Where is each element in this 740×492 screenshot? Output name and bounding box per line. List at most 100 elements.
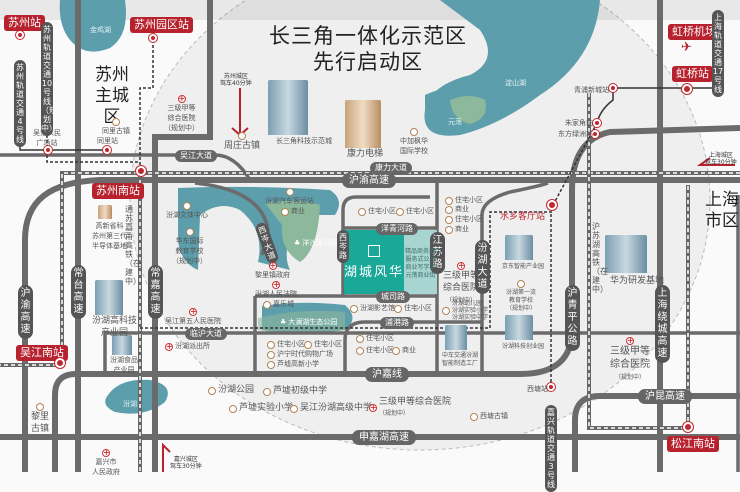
stop-wujiang-square: 吴江人民广场站 bbox=[33, 129, 61, 147]
station-water-hall[interactable]: 水乡客厅站 bbox=[500, 212, 546, 222]
metro-line-jiaxing-3[interactable]: 嘉兴轨道交通3号线 bbox=[545, 405, 557, 492]
title-line1: 长三角一体化示范区 bbox=[269, 24, 467, 48]
poi-hitech-park: 汾湖高科技产业园 bbox=[92, 316, 138, 338]
poi-residential: 住宅小区 bbox=[356, 334, 394, 343]
stop-zhujiajiao: 朱家角站 bbox=[565, 119, 593, 127]
station-suzhou-south[interactable]: 苏州南站 bbox=[92, 183, 144, 199]
poi-hospital-east: 三级甲等综合医院（规划中） bbox=[610, 335, 650, 384]
school-icon bbox=[290, 404, 298, 413]
school-icon bbox=[442, 306, 450, 315]
road-yangqinghe: 洋青河路 bbox=[376, 223, 418, 235]
poi-hospital-north: 三级甲等综合医院（规划中） bbox=[164, 93, 199, 133]
road-hukun: 沪昆高速 bbox=[638, 389, 692, 404]
road-hujia: 沪嘉线 bbox=[365, 367, 409, 382]
airplane-icon: ✈ bbox=[681, 40, 692, 55]
poi-bus-station: 汾湖汽车客运站 bbox=[265, 188, 314, 206]
poi-mall: 沪宁时代购物广场 bbox=[267, 350, 333, 359]
poi-zhouzhuang: 周庄古镇 bbox=[224, 132, 260, 152]
semi-base-image bbox=[98, 205, 112, 219]
startup-park-image bbox=[505, 315, 533, 340]
residential-icon bbox=[445, 215, 453, 224]
hitech-park-image bbox=[95, 280, 123, 315]
commerce-icon bbox=[392, 346, 400, 355]
culture-icon bbox=[183, 202, 191, 210]
commerce-icon bbox=[445, 205, 453, 214]
metro-line-suzhou-10[interactable]: 苏州轨道交通10号线（规划中） bbox=[41, 22, 57, 136]
station-hongqiao[interactable]: 虹桥站 bbox=[672, 66, 713, 82]
metro-hub-icon bbox=[547, 200, 557, 210]
metro-station-icon bbox=[593, 119, 601, 127]
poi-hospital-south: 三级甲等综合医院（规划中） bbox=[369, 397, 451, 419]
government-icon bbox=[268, 260, 277, 272]
poi-huawei: 华为研发基地 bbox=[610, 276, 665, 286]
park-icon: ♣ bbox=[280, 318, 287, 326]
police-icon bbox=[165, 341, 173, 353]
lake-fenhu-label: 汾湖 bbox=[123, 400, 137, 408]
rail-station-icon bbox=[55, 358, 65, 368]
stop-qingpu: 青浦新城站 bbox=[574, 86, 609, 94]
road-chengsi: 城司路 bbox=[376, 291, 410, 303]
road-linhu: 临沪大道 bbox=[185, 328, 227, 340]
poi-residential: 住宅小区 bbox=[396, 207, 434, 216]
landmark-icon bbox=[238, 132, 246, 140]
school-icon bbox=[229, 404, 237, 413]
rail-station-icon bbox=[683, 422, 693, 432]
park-icon bbox=[208, 386, 216, 395]
court-icon bbox=[272, 279, 280, 291]
hospital-icon bbox=[189, 306, 197, 318]
road-huyu-v: 沪渝高速 bbox=[18, 285, 33, 339]
residential-icon bbox=[267, 340, 275, 349]
green-dalan bbox=[258, 310, 345, 333]
poi-luxu-exp: 芦墟实验小学 bbox=[229, 403, 293, 414]
lake-sanbai-label: 三白荡 bbox=[230, 235, 251, 243]
poi-police: 汾湖派出所 bbox=[165, 341, 210, 353]
poi-tongli-town: 同里古镇 bbox=[102, 118, 130, 136]
poi-commerce: 商业 bbox=[392, 346, 416, 355]
school-icon bbox=[185, 228, 194, 236]
district-shanghai: 上海市区 bbox=[705, 190, 739, 231]
bus-icon bbox=[285, 188, 294, 196]
road-huyu-h: 沪渝高速 bbox=[342, 173, 396, 188]
residential-icon bbox=[394, 304, 402, 313]
poi-residential: 住宅小区 bbox=[304, 340, 342, 349]
station-wujiang-south[interactable]: 吴江南站 bbox=[16, 345, 68, 361]
poi-lili-town: 黎里古镇 bbox=[31, 403, 49, 435]
poi-commerce: 商业 bbox=[281, 207, 305, 216]
culture-icon bbox=[350, 304, 358, 313]
poi-fenhu-high: 吴江汾湖高级中学 bbox=[290, 403, 372, 414]
poi-commerce: 商业 bbox=[445, 205, 469, 214]
kangli-building-image bbox=[345, 100, 381, 148]
drive-suzhou: 苏州城区驾车40分钟 bbox=[220, 73, 252, 87]
residential-icon bbox=[445, 196, 453, 205]
road-changjia: 常嘉高速 bbox=[148, 265, 163, 319]
project-marker[interactable]: 湖城风华 bbox=[344, 230, 404, 294]
road-xicen: 西岑路 bbox=[337, 230, 349, 263]
project-side-text: 精品商务酒店服务式公寓商业写字楼元荡商业街 bbox=[405, 248, 442, 279]
poi-lili-gov: 黎里镇政府 bbox=[255, 260, 290, 280]
project-logo-icon bbox=[368, 244, 380, 257]
poi-startup-park: 汾湖科技创业园 bbox=[502, 343, 545, 350]
drive-shanghai: 上海城区驾车30分钟 bbox=[705, 152, 737, 166]
metro-line-shanghai-17[interactable]: 上海轨道交通17号线 bbox=[712, 10, 724, 97]
food-park-image bbox=[112, 335, 132, 355]
metro-station-icon bbox=[609, 84, 617, 92]
commerce-icon bbox=[267, 350, 275, 359]
road-pugang: 浦港路 bbox=[380, 317, 414, 329]
station-suzhou-park[interactable]: 苏州园区站 bbox=[130, 17, 193, 33]
railways bbox=[0, 93, 740, 472]
green-island-yuandang bbox=[450, 96, 486, 124]
landmark-icon bbox=[470, 412, 478, 421]
poi-crrc: 中车交通汾湖智能制造工厂 bbox=[442, 352, 479, 367]
commerce-icon bbox=[445, 225, 453, 234]
school-icon bbox=[517, 280, 525, 288]
poi-dalan-park: ♣大澜湖生态公园 bbox=[280, 318, 338, 326]
station-songjiang-south[interactable]: 松江南站 bbox=[667, 436, 719, 452]
station-suzhou[interactable]: 苏州站 bbox=[4, 15, 45, 31]
lake-jinji-label: 金鸡湖 bbox=[90, 26, 111, 34]
station-hongqiao-airport[interactable]: 虹桥机场 bbox=[668, 24, 720, 40]
metro-line-suzhou-4[interactable]: 苏州轨道交通4号线 bbox=[14, 60, 26, 147]
poi-residential: 住宅小区 bbox=[356, 346, 394, 355]
poi-hospital-center: 三级甲等综合医院（规划中） bbox=[443, 260, 479, 306]
hospital-icon bbox=[626, 335, 634, 347]
